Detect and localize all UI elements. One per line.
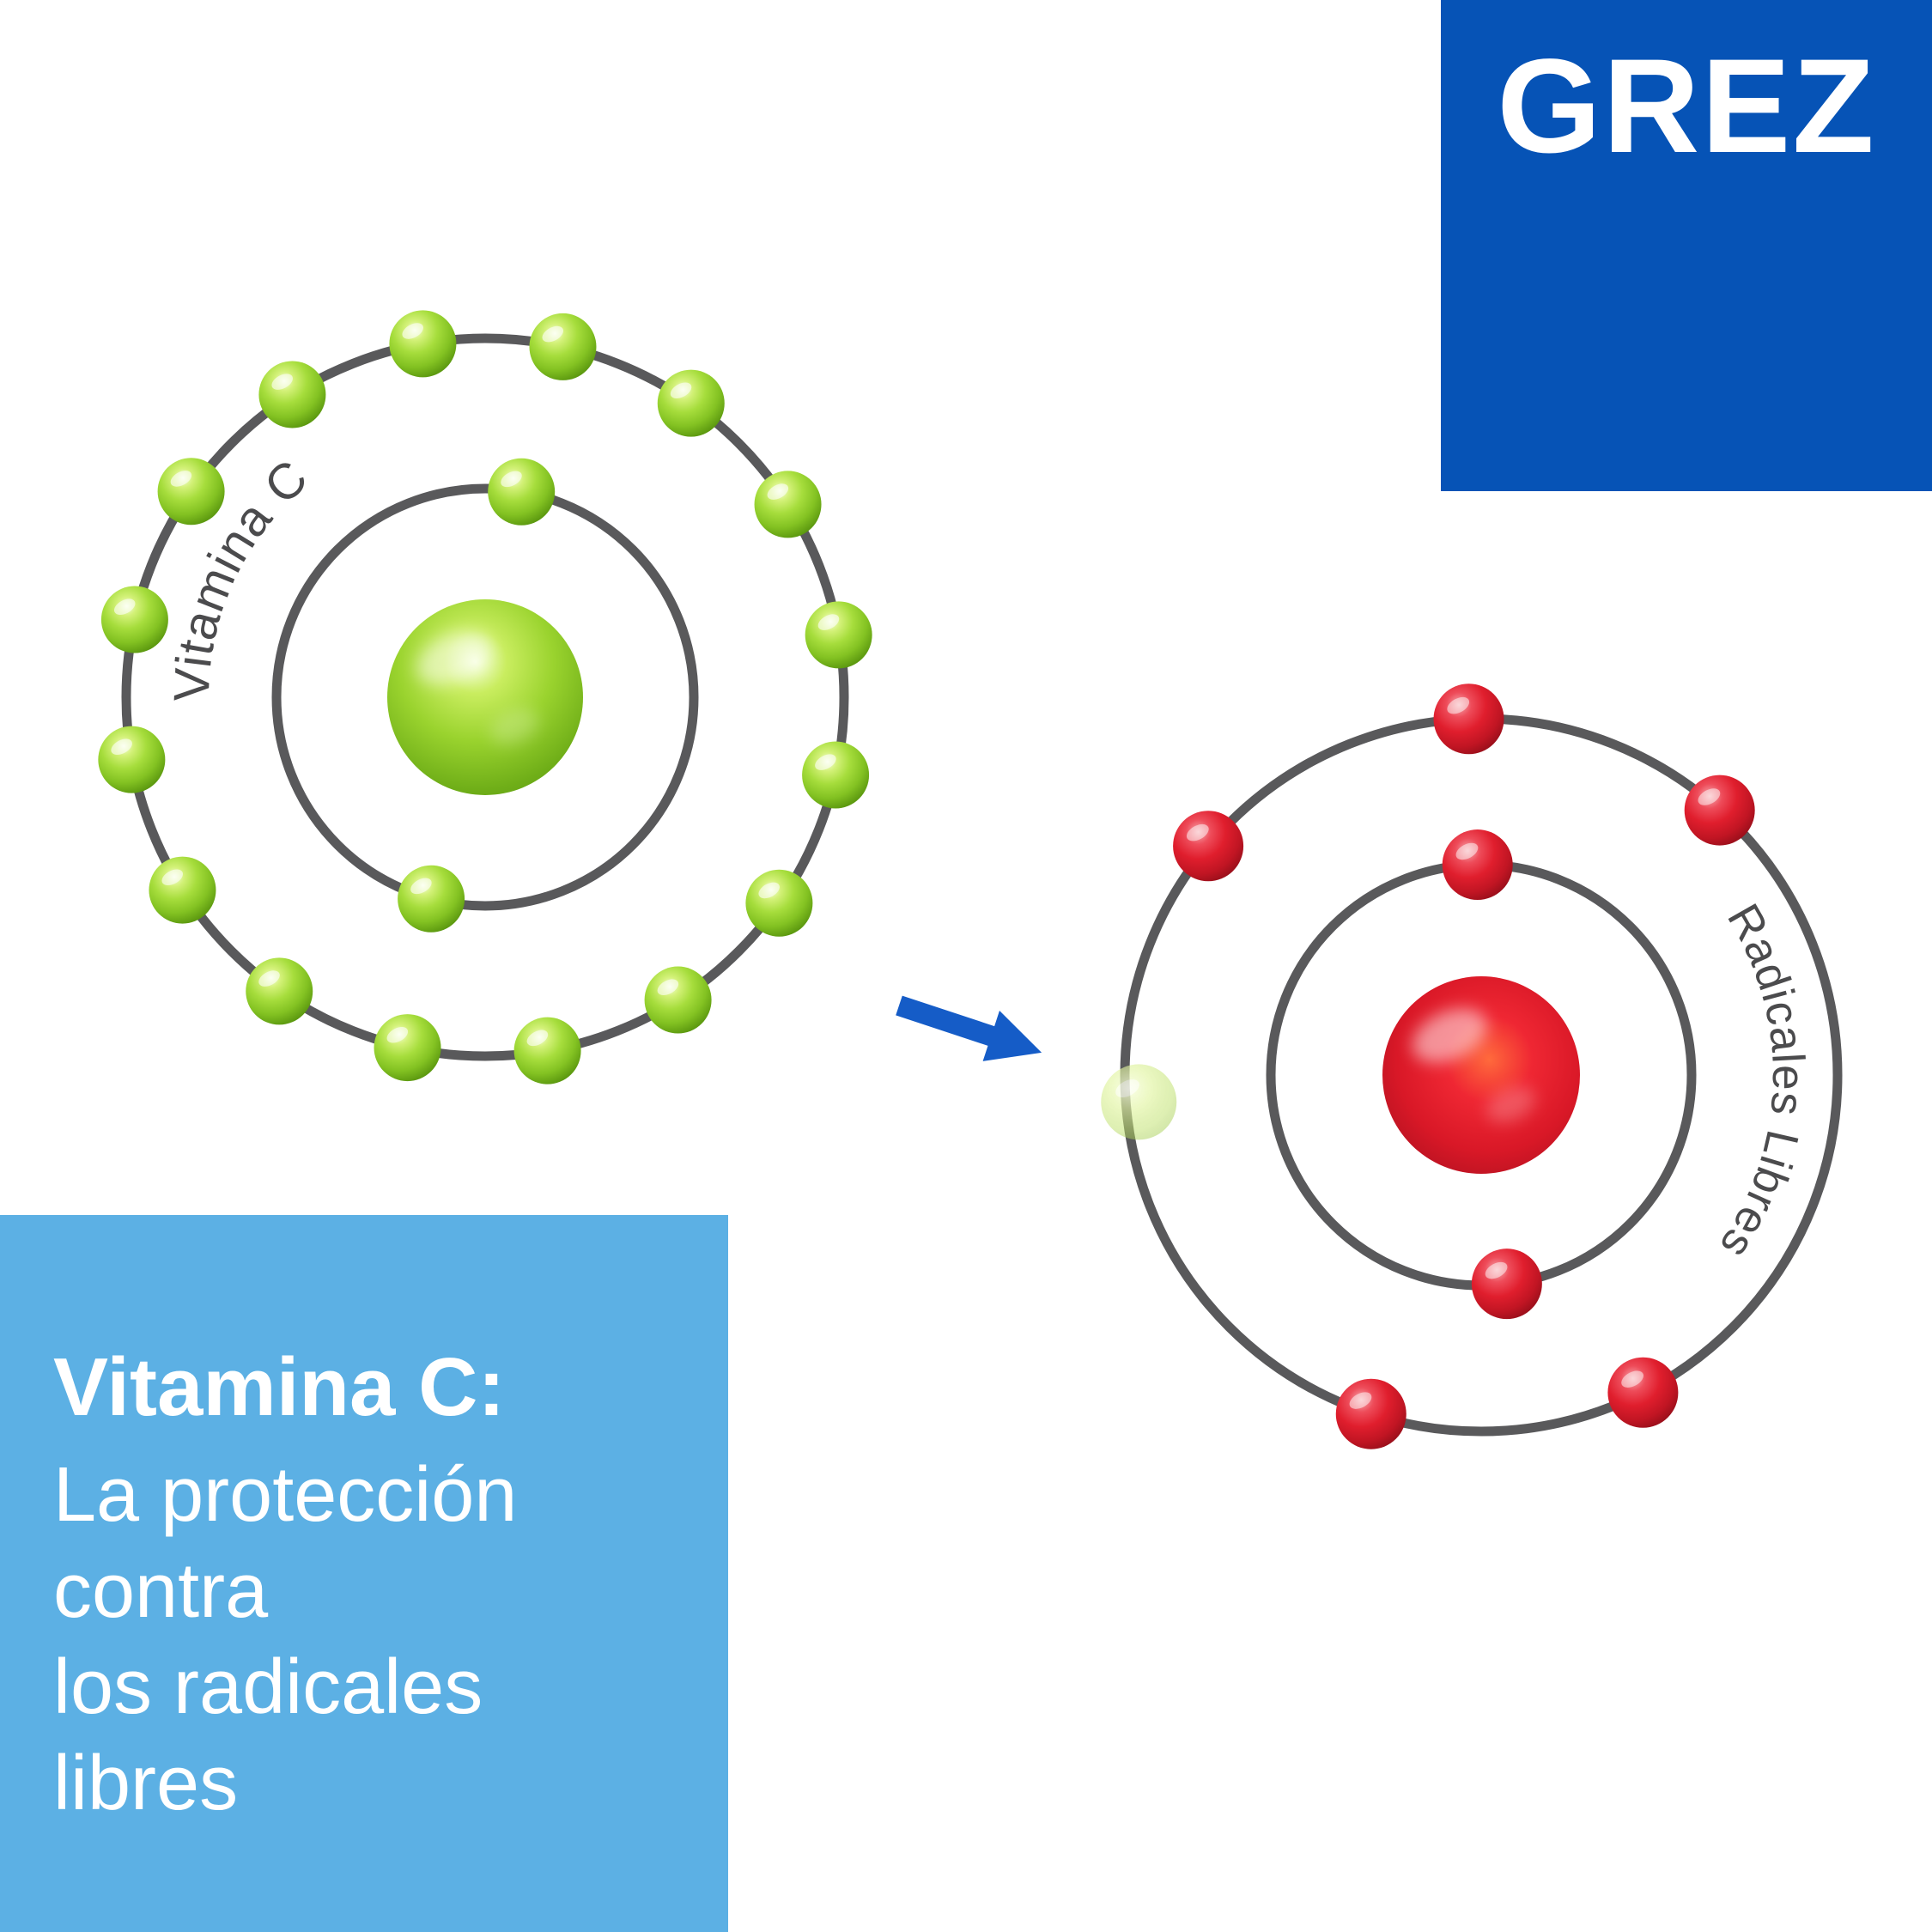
electron <box>1335 1378 1406 1449</box>
headline-line: contra <box>53 1548 269 1634</box>
nucleus <box>1382 976 1580 1174</box>
electron <box>644 966 712 1034</box>
headline-line: libres <box>53 1741 239 1826</box>
brand-logo-text: GREZ <box>1497 32 1876 181</box>
electron <box>1173 811 1244 882</box>
electron <box>1684 775 1755 846</box>
electron <box>398 865 465 933</box>
electron <box>149 856 216 924</box>
headline-line: los radicales <box>53 1644 483 1730</box>
headline-box: Vitamina C: La protección contra los radic… <box>0 1215 728 1932</box>
electron <box>100 586 168 653</box>
electron <box>802 741 870 809</box>
brand-logo-box: GREZ <box>1441 0 1932 491</box>
electron <box>157 458 225 526</box>
electron-transfer-arrow-icon <box>896 995 1042 1061</box>
electron <box>389 310 457 378</box>
electron <box>529 313 597 380</box>
orbit-inner <box>271 483 699 911</box>
electron <box>488 458 556 526</box>
electron <box>754 471 822 538</box>
electron <box>805 601 872 669</box>
atom-free-radical: Radicales Libres <box>1101 683 1843 1449</box>
nucleus <box>387 599 583 795</box>
electron <box>745 869 813 937</box>
electron <box>1471 1249 1542 1320</box>
headline-title: Vitamina C: <box>53 1341 506 1433</box>
donated-electron <box>1101 1064 1177 1140</box>
electron <box>374 1014 441 1082</box>
headline-line: La protección <box>53 1452 518 1538</box>
headline-lines: La protección contra los radicales libres <box>53 1447 702 1832</box>
electron <box>1433 683 1504 755</box>
electron <box>1442 829 1513 901</box>
electron <box>258 361 326 428</box>
electron <box>513 1017 581 1084</box>
electron <box>1607 1357 1679 1428</box>
electron <box>657 369 725 437</box>
orbit-outer <box>121 333 849 1061</box>
atom-arc-label: Radicales Libres <box>1710 896 1814 1268</box>
electron <box>98 726 166 793</box>
atom-vitamin-c: Vitamina C <box>98 310 872 1084</box>
electron <box>246 957 313 1025</box>
